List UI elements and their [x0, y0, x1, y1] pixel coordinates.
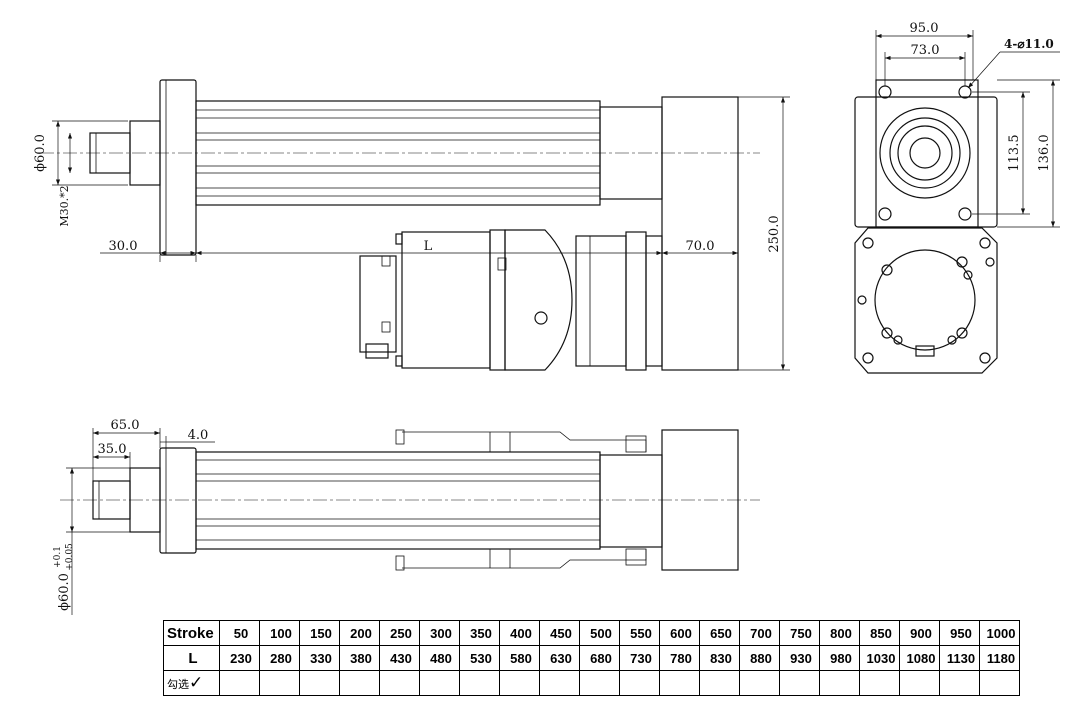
length-cell: 530	[459, 645, 500, 671]
dim-holes: 4-⌀11.0	[1004, 37, 1054, 51]
select-checkbox-cell[interactable]	[579, 670, 620, 696]
length-cell: 930	[779, 645, 820, 671]
front-view: ϕ60.0 M30.*2 30.0 L 70.0 250.0	[33, 79, 790, 371]
dim-height-250: 250.0	[767, 215, 782, 252]
dim-diameter-tol: ϕ60.0	[57, 573, 72, 611]
dim-rod-35: 35.0	[98, 442, 127, 457]
dim-height-136: 136.0	[1037, 134, 1052, 171]
dim-length-L: L	[424, 239, 433, 254]
stroke-cell: 550	[619, 620, 660, 646]
stroke-cell: 500	[579, 620, 620, 646]
select-checkbox-cell[interactable]	[939, 670, 980, 696]
dim-width-73: 73.0	[911, 43, 940, 58]
select-checkbox-cell[interactable]	[619, 670, 660, 696]
stroke-cell: 700	[739, 620, 780, 646]
select-label: 勾选	[167, 678, 189, 691]
length-cell: 330	[299, 645, 340, 671]
stroke-cell: 150	[299, 620, 340, 646]
stroke-cell: 850	[859, 620, 900, 646]
select-header: 勾选✓	[163, 670, 220, 696]
stroke-cell: 100	[259, 620, 300, 646]
dim-motor-offset: 70.0	[686, 239, 715, 254]
select-checkbox-cell[interactable]	[779, 670, 820, 696]
length-cell: 1080	[899, 645, 940, 671]
stroke-cell: 350	[459, 620, 500, 646]
select-checkbox-cell[interactable]	[699, 670, 740, 696]
end-view: 95.0 73.0 4-⌀11.0 113.5 136.0	[854, 21, 1060, 374]
select-checkbox-cell[interactable]	[219, 670, 260, 696]
select-checkbox-cell[interactable]	[339, 670, 380, 696]
top-view: 65.0 35.0 4.0 ϕ60.0 +0.1 +0.05	[53, 418, 760, 615]
length-cell: 480	[419, 645, 460, 671]
select-row: 勾选✓	[163, 670, 1020, 696]
stroke-cell: 450	[539, 620, 580, 646]
stroke-cell: 600	[659, 620, 700, 646]
length-cell: 380	[339, 645, 380, 671]
dim-tol-upper: +0.1	[53, 546, 63, 568]
dim-rod-65: 65.0	[111, 418, 140, 433]
select-checkbox-cell[interactable]	[899, 670, 940, 696]
dim-height-113: 113.5	[1007, 134, 1022, 171]
stroke-cell: 200	[339, 620, 380, 646]
length-cell: 630	[539, 645, 580, 671]
select-checkbox-cell[interactable]	[739, 670, 780, 696]
length-cell: 680	[579, 645, 620, 671]
stroke-cell: 750	[779, 620, 820, 646]
length-cell: 1030	[859, 645, 900, 671]
select-checkbox-cell[interactable]	[259, 670, 300, 696]
stroke-header: Stroke	[163, 620, 220, 646]
length-header: L	[163, 645, 220, 671]
dim-flange-offset: 30.0	[109, 239, 138, 254]
length-cell: 580	[499, 645, 540, 671]
length-cell: 830	[699, 645, 740, 671]
length-cell: 430	[379, 645, 420, 671]
stroke-cell: 650	[699, 620, 740, 646]
select-checkbox-cell[interactable]	[819, 670, 860, 696]
select-checkbox-cell[interactable]	[419, 670, 460, 696]
select-checkbox-cell[interactable]	[979, 670, 1020, 696]
stroke-cell: 300	[419, 620, 460, 646]
select-checkbox-cell[interactable]	[539, 670, 580, 696]
select-checkbox-cell[interactable]	[659, 670, 700, 696]
length-cell: 730	[619, 645, 660, 671]
select-checkbox-cell[interactable]	[379, 670, 420, 696]
stroke-cell: 400	[499, 620, 540, 646]
length-cell: 780	[659, 645, 700, 671]
check-mark-icon: ✓	[189, 673, 204, 693]
length-cell: 1130	[939, 645, 980, 671]
dim-gap-4: 4.0	[188, 428, 209, 443]
dim-tol-lower: +0.05	[65, 543, 75, 571]
stroke-cell: 1000	[979, 620, 1020, 646]
dim-diameter-60: ϕ60.0	[33, 134, 48, 172]
stroke-cell: 900	[899, 620, 940, 646]
stroke-cell: 950	[939, 620, 980, 646]
dim-thread: M30.*2	[58, 185, 71, 226]
length-cell: 880	[739, 645, 780, 671]
select-checkbox-cell[interactable]	[299, 670, 340, 696]
length-cell: 280	[259, 645, 300, 671]
select-checkbox-cell[interactable]	[459, 670, 500, 696]
length-cell: 980	[819, 645, 860, 671]
dim-width-95: 95.0	[910, 21, 939, 36]
select-checkbox-cell[interactable]	[499, 670, 540, 696]
stroke-cell: 800	[819, 620, 860, 646]
length-cell: 230	[219, 645, 260, 671]
stroke-cell: 250	[379, 620, 420, 646]
length-cell: 1180	[979, 645, 1020, 671]
select-checkbox-cell[interactable]	[859, 670, 900, 696]
stroke-cell: 50	[219, 620, 260, 646]
